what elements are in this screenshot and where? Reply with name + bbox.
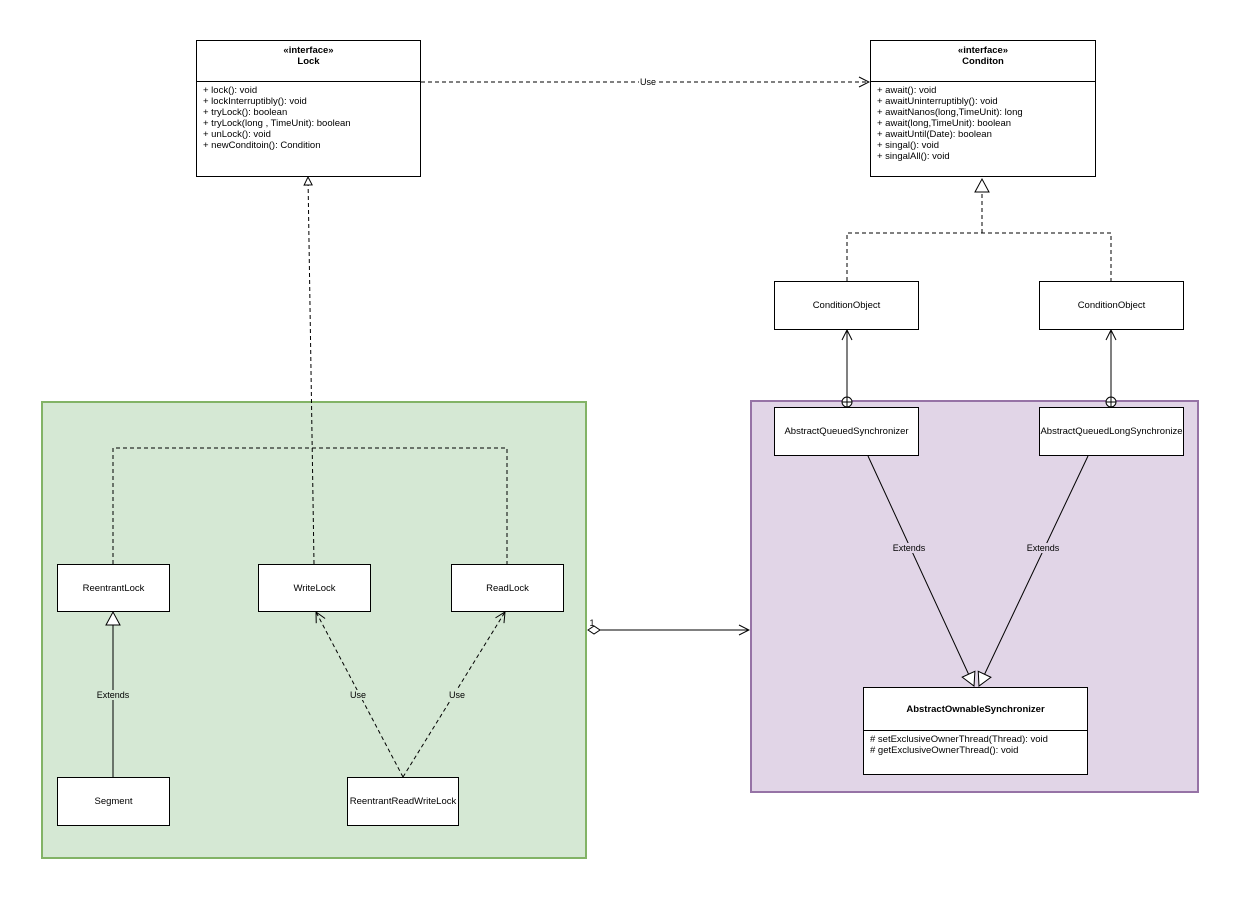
condition-member: + await(long,TimeUnit): boolean [877, 118, 1012, 129]
aos-member: # getExclusiveOwnerThread(): void [870, 745, 1019, 756]
lock-member: + newConditoin(): Condition [203, 140, 321, 151]
lock-member: + unLock(): void [203, 129, 271, 140]
condition-realization-bracket [846, 232, 1112, 281]
lock-realization-edge [308, 177, 315, 565]
write-lock[interactable]: WriteLock [258, 564, 371, 612]
use-edge-label: Use [447, 690, 467, 700]
lock-stereotype: «interface» [283, 45, 334, 56]
lock-member: + tryLock(long , TimeUnit): boolean [203, 118, 351, 129]
condition-member: + awaitUntil(Date): boolean [877, 129, 992, 140]
lock-name: Lock [297, 56, 320, 67]
extends-edge-label: Extends [1025, 543, 1061, 553]
read-lock[interactable]: ReadLock [451, 564, 564, 612]
condition-interface[interactable]: «interface» Conditon + await(): void + a… [870, 40, 1096, 177]
lock-member: + tryLock(): boolean [203, 107, 288, 118]
use-edge-label: Use [638, 77, 658, 87]
segment[interactable]: Segment [57, 777, 170, 826]
aos-members: # setExclusiveOwnerThread(Thread): void … [864, 731, 1087, 759]
aos-member: # setExclusiveOwnerThread(Thread): void [870, 734, 1048, 745]
aos-header: AbstractOwnableSynchronizer [864, 688, 1087, 731]
condition-object-right[interactable]: ConditionObject [1039, 281, 1184, 330]
lock-member: + lock(): void [203, 85, 258, 96]
aqs-extends-edge [867, 455, 976, 687]
reentrant-lock[interactable]: ReentrantLock [57, 564, 170, 612]
reentrant-read-write-lock[interactable]: ReentrantReadWriteLock [347, 777, 459, 826]
condition-member: + await(): void [877, 85, 937, 96]
condition-object-left[interactable]: ConditionObject [774, 281, 919, 330]
lock-member: + lockInterruptibly(): void [203, 96, 307, 107]
condition-member: + awaitUninterruptibly(): void [877, 96, 998, 107]
lock-interface[interactable]: «interface» Lock + lock(): void + lockIn… [196, 40, 421, 177]
extends-edge-label: Extends [891, 543, 927, 553]
condition-member: + awaitNanos(long,TimeUnit): long [877, 107, 1023, 118]
aos-name: AbstractOwnableSynchronizer [906, 703, 1045, 715]
lock-realization-bracket [112, 447, 508, 564]
condition-members: + await(): void + awaitUninterruptibly()… [871, 82, 1095, 165]
abstract-ownable-synchronizer[interactable]: AbstractOwnableSynchronizer # setExclusi… [863, 687, 1088, 775]
multiplicity-label: 1 [589, 618, 595, 628]
condition-name: Conditon [962, 56, 1004, 67]
condition-member: + singalAll(): void [877, 151, 950, 162]
aqls-extends-edge [977, 455, 1089, 687]
extends-edge-label: Extends [95, 690, 131, 700]
condition-stereotype: «interface» [957, 45, 1009, 56]
rrwl-uses-readlock-edge [402, 612, 505, 778]
abstract-queued-long-synchronizer[interactable]: AbstractQueuedLongSynchronize [1039, 407, 1184, 456]
lock-interface-header: «interface» Lock [197, 41, 420, 82]
abstract-queued-synchronizer[interactable]: AbstractQueuedSynchronizer [774, 407, 919, 456]
condition-interface-header: «interface» Conditon [871, 41, 1095, 82]
condition-member: + singal(): void [877, 140, 940, 151]
lock-members: + lock(): void + lockInterruptibly(): vo… [197, 82, 420, 154]
use-edge-label: Use [348, 690, 368, 700]
